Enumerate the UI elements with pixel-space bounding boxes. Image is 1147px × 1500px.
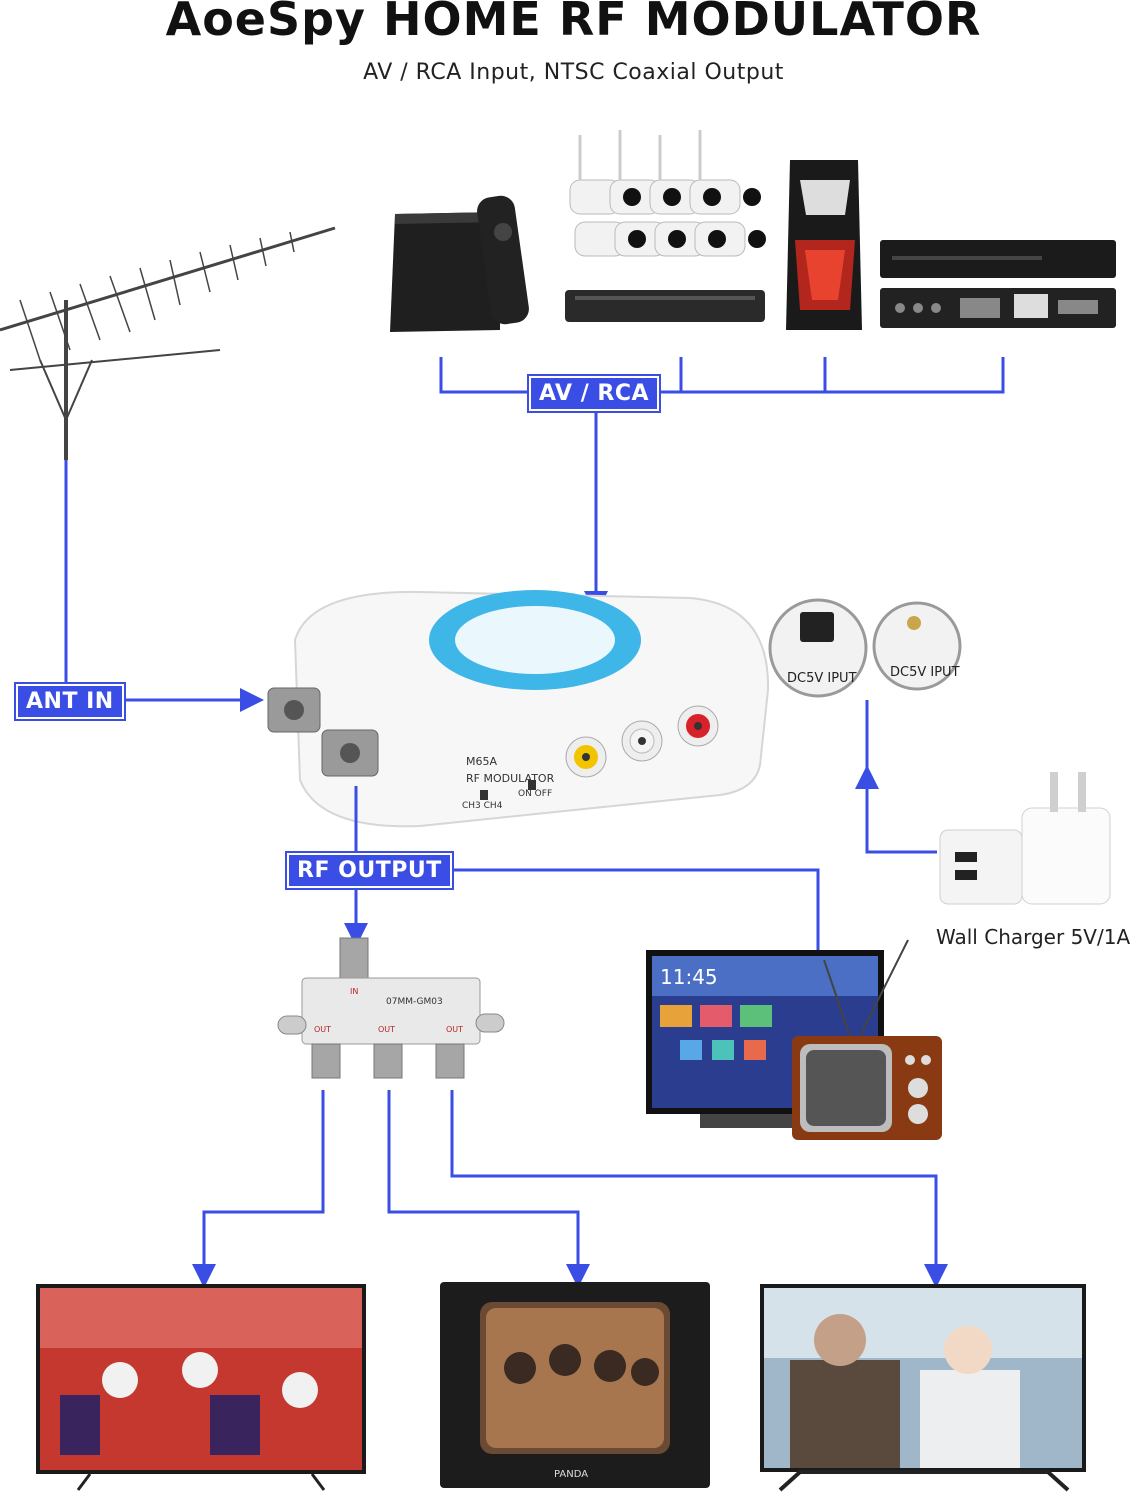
ant-in-label: ANT IN <box>14 682 126 721</box>
security-camera-system-icon <box>565 130 766 322</box>
dc-plug-icon: DC5V IPUT <box>872 601 962 691</box>
rca-left-audio-port <box>621 720 663 762</box>
coax-splitter-device: 07MM-GM03 IN OUT OUT OUT <box>277 937 505 1079</box>
modulator-model: M65A <box>466 755 497 768</box>
streaming-box-icon <box>390 195 529 332</box>
tv-middle-crt-icon: PANDA <box>440 1282 710 1488</box>
splitter-in-label: IN <box>350 987 358 996</box>
splitter-output-lines <box>192 1090 948 1288</box>
av-rca-connector-lines <box>439 357 1005 615</box>
splitter-out-2: OUT <box>378 1025 395 1034</box>
rf-output-label: RF OUTPUT <box>285 851 454 890</box>
splitter-out-3: OUT <box>446 1025 463 1034</box>
power-connector-line <box>855 700 937 854</box>
coax-port-ant-in <box>267 687 321 733</box>
ant-in-connector-line <box>64 460 264 712</box>
rf-output-connector-lines <box>344 786 830 974</box>
rca-video-port <box>565 736 607 778</box>
power-switch-label: ON OFF <box>518 789 552 799</box>
tv-right-icon <box>760 1284 1086 1492</box>
crt-tv-icon <box>792 939 942 1140</box>
antenna-icon <box>0 226 336 460</box>
coax-port-rf-out <box>321 729 379 777</box>
tv-left-icon <box>36 1284 366 1491</box>
page-title: AoeSpy HOME RF MODULATOR <box>165 0 982 46</box>
modulator-name: RF MODULATOR <box>466 772 555 785</box>
rca-right-audio-port <box>677 705 719 747</box>
pc-tower-icon <box>786 160 862 330</box>
channel-switch-label: CH3 CH4 <box>462 801 503 811</box>
dvd-player-icon <box>880 240 1116 328</box>
dc-jack-label: DC5V IPUT <box>787 671 857 686</box>
dc-jack-icon: DC5V IPUT <box>768 598 868 698</box>
smart-tv-clock: 11:45 <box>660 965 718 989</box>
av-rca-label: AV / RCA <box>526 374 662 413</box>
splitter-model: 07MM-GM03 <box>386 997 443 1007</box>
page-subtitle: AV / RCA Input, NTSC Coaxial Output <box>363 60 784 85</box>
wall-charger-icon <box>939 772 1111 905</box>
splitter-out-1: OUT <box>314 1025 331 1034</box>
rf-modulator-device: M65A RF MODULATOR CH3 CH4 ON OFF <box>267 590 770 828</box>
dc-plug-label: DC5V IPUT <box>890 665 960 680</box>
wall-charger-label: Wall Charger 5V/1A <box>936 925 1131 949</box>
tv-brand-label: PANDA <box>554 1469 588 1480</box>
